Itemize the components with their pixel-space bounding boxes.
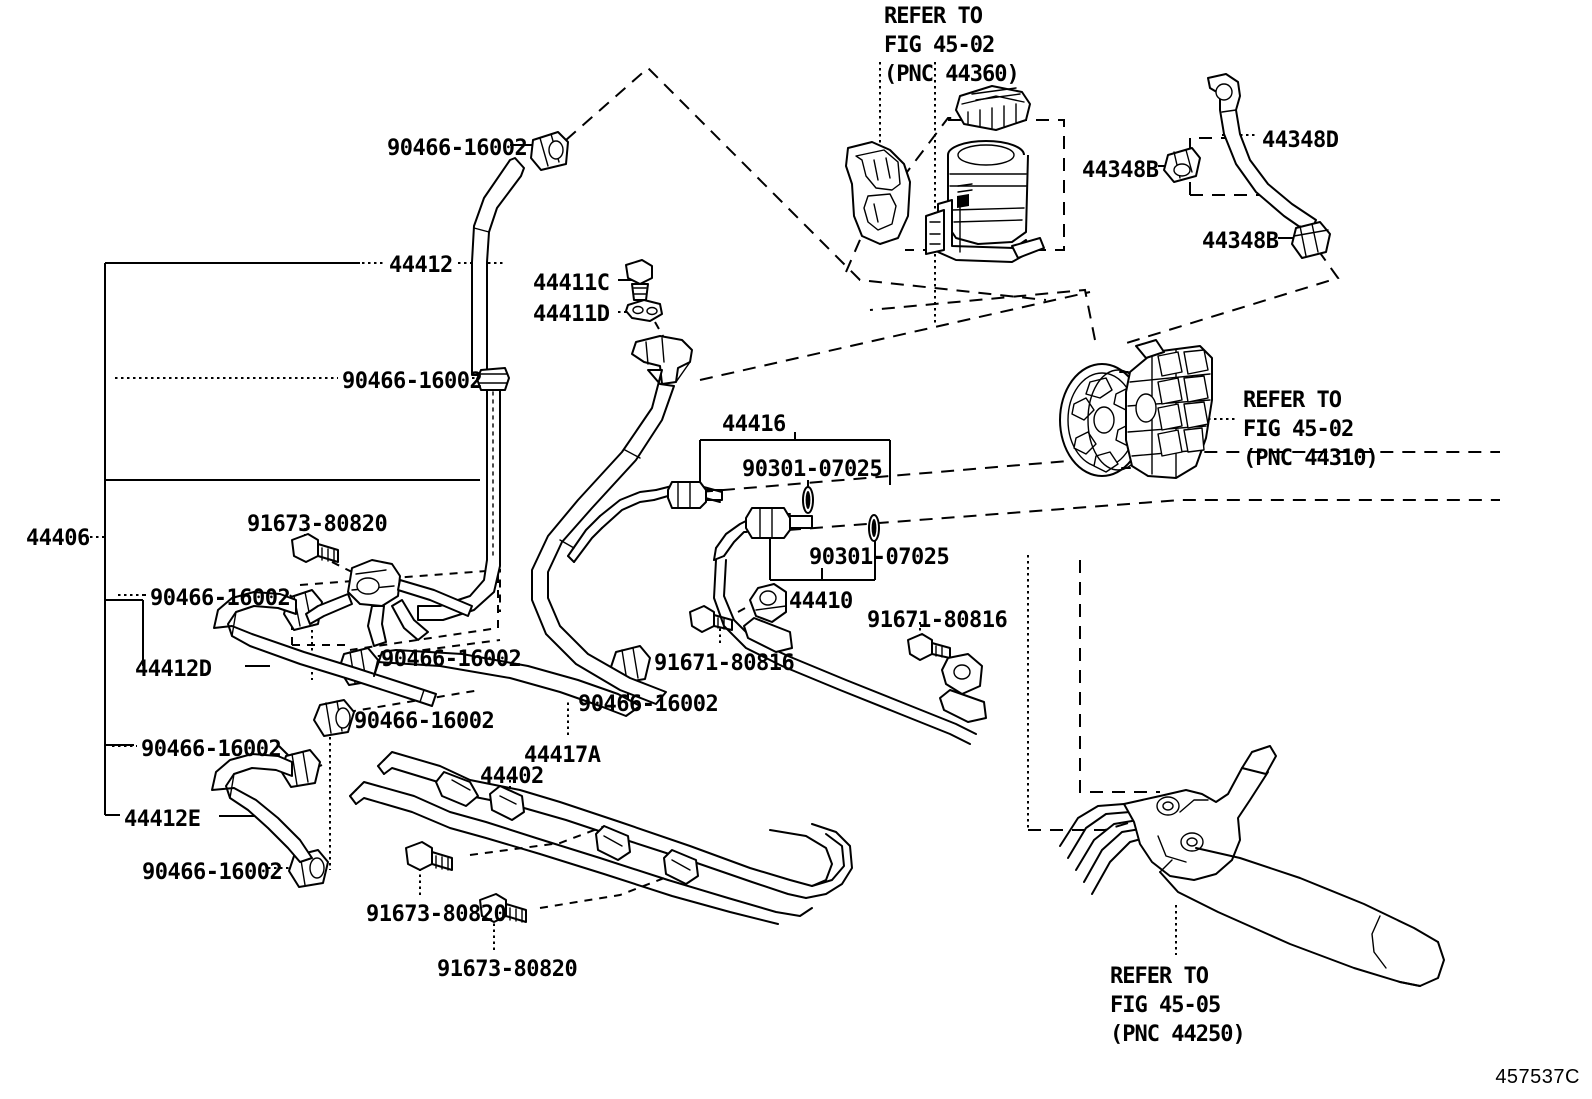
leader-lines	[112, 62, 1300, 955]
assembly-dashed-paths	[291, 66, 1500, 909]
tube-44416	[567, 481, 723, 563]
reservoir-body	[925, 140, 1045, 263]
label-91673-80820-a: 91673-80820	[247, 512, 388, 537]
label-90466-16002-g: 90466-16002	[141, 737, 282, 762]
clamp-44348B-lower	[1291, 221, 1331, 259]
label-44412D: 44412D	[135, 657, 212, 682]
label-refer-fig4505-44250: REFER TO FIG 45-05 (PNC 44250)	[1110, 964, 1246, 1048]
label-90466-16002-c: 90466-16002	[150, 586, 291, 611]
label-44410: 44410	[789, 589, 853, 614]
label-90466-16002-a: 90466-16002	[387, 136, 528, 161]
label-44416: 44416	[722, 412, 786, 437]
label-90466-16002-f: 90466-16002	[578, 692, 719, 717]
reservoir-bracket	[845, 141, 911, 245]
label-44417A: 44417A	[524, 743, 601, 768]
steering-gear-box	[1059, 745, 1445, 987]
label-91673-80820-c: 91673-80820	[437, 957, 578, 982]
callout-brackets	[699, 432, 891, 581]
tube-bracket-clamp-right	[939, 653, 987, 723]
tube-44402	[349, 751, 853, 925]
reservoir-cap	[955, 85, 1031, 131]
hose-44412	[471, 157, 525, 376]
label-44348B-lower: 44348B	[1202, 229, 1279, 254]
label-44348D: 44348D	[1262, 128, 1339, 153]
label-44412: 44412	[389, 253, 453, 278]
label-91671-80816-a: 91671-80816	[654, 651, 795, 676]
label-90466-16002-b: 90466-16002	[342, 369, 483, 394]
bolt-44411C	[625, 259, 653, 301]
bolt-91671-b	[907, 633, 951, 661]
label-refer-fig4502-44310: REFER TO FIG 45-02 (PNC 44310)	[1243, 388, 1379, 472]
diagram-id-code: 457537C	[1495, 1066, 1580, 1088]
elbow-fitting-44416	[631, 335, 693, 385]
bolt-91673-mid	[405, 841, 453, 871]
label-90301-07025-upper: 90301-07025	[742, 457, 883, 482]
hose-junction-block	[305, 559, 473, 647]
hose-44412-lower	[417, 389, 501, 621]
label-90466-16002-d: 90466-16002	[381, 647, 522, 672]
hose-44412D	[213, 591, 437, 707]
label-44402: 44402	[480, 764, 544, 789]
bolt-91673-bottom	[479, 893, 527, 923]
seal-90301-upper	[802, 486, 814, 514]
seal-90301-lower	[868, 514, 880, 542]
bolt-91671-a	[689, 605, 733, 633]
hose-44416	[531, 369, 675, 705]
clamp-90466-top	[530, 131, 569, 171]
label-44412E: 44412E	[124, 807, 201, 832]
hose-44412E	[211, 753, 313, 863]
label-44411D: 44411D	[533, 302, 610, 327]
tube-bracket-clamp-mid	[743, 583, 793, 653]
label-91673-80820-b: 91673-80820	[366, 902, 507, 927]
washer-44411D	[625, 299, 663, 322]
label-refer-fig4502-44360: REFER TO FIG 45-02 (PNC 44360)	[884, 4, 1020, 88]
label-44406: 44406	[26, 526, 90, 551]
tube-44410	[713, 507, 977, 745]
hose-44417A	[373, 649, 641, 717]
power-steering-pump	[1059, 339, 1213, 479]
clamp-90466-44412d-lower	[313, 699, 355, 737]
bolt-91673-top	[291, 533, 339, 563]
label-91671-80816-b: 91671-80816	[867, 608, 1008, 633]
clamp-44348B-upper	[1163, 147, 1201, 183]
label-90466-16002-e: 90466-16002	[354, 709, 495, 734]
label-44348B-upper: 44348B	[1082, 158, 1159, 183]
clamp-90466-44412	[476, 367, 510, 391]
label-90466-16002-h: 90466-16002	[142, 860, 283, 885]
label-90301-07025-lower: 90301-07025	[809, 545, 950, 570]
label-44411C: 44411C	[533, 271, 610, 296]
